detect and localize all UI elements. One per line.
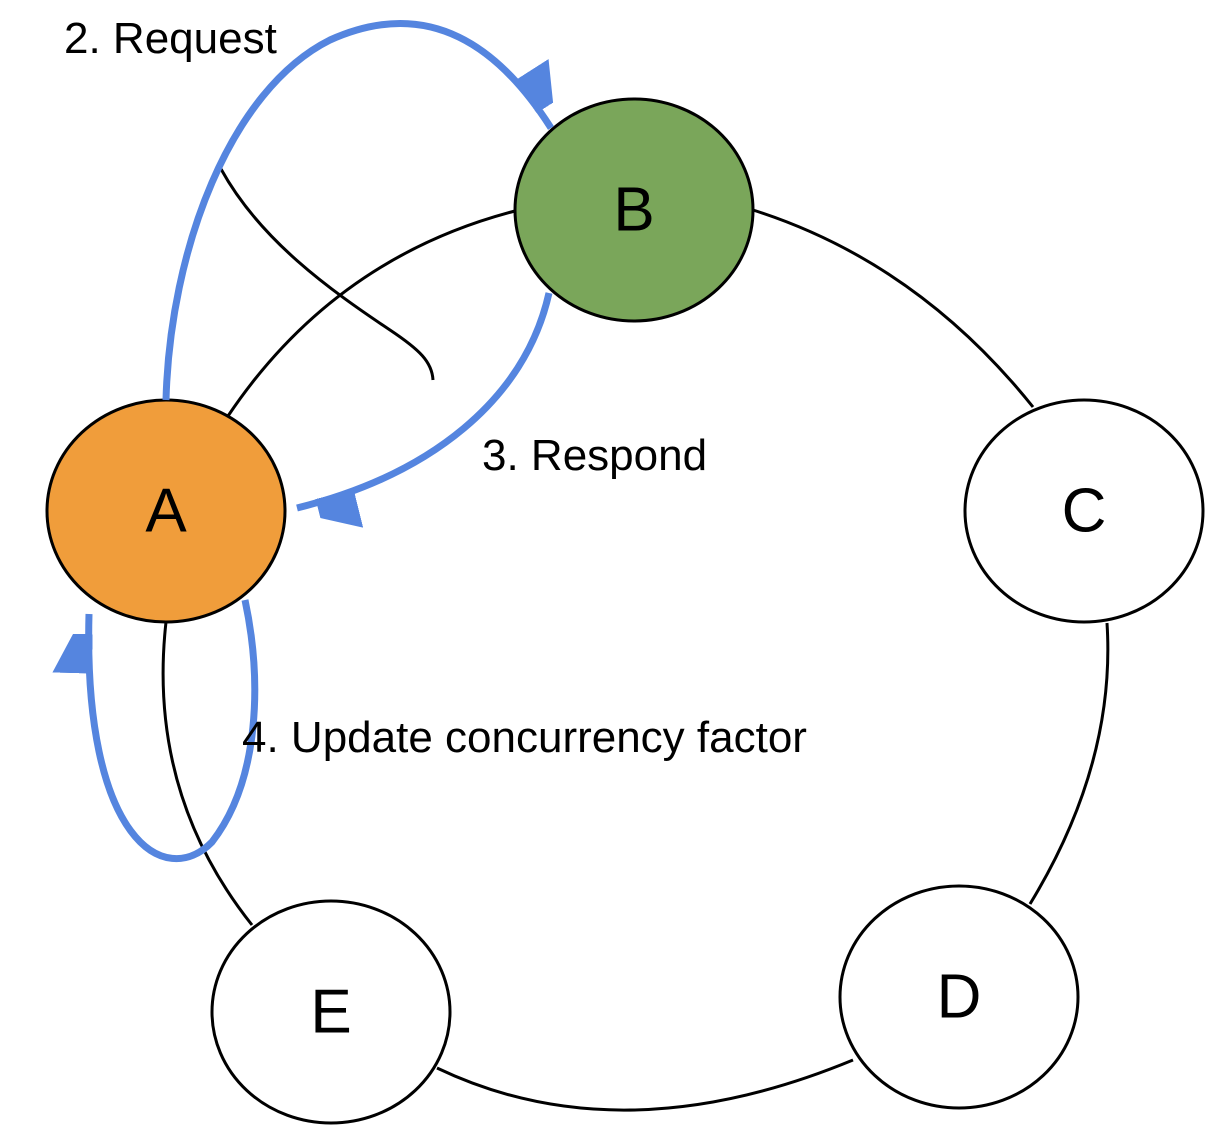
- node-b-circle: [513, 97, 755, 323]
- node-a-label: A: [145, 477, 187, 546]
- ring-edges: [161, 168, 1110, 1112]
- edge-b-c: [752, 208, 1035, 408]
- node-a: A: [45, 398, 287, 624]
- node-d-label: D: [937, 963, 982, 1032]
- request-label: 2. Request: [64, 14, 277, 63]
- flow-arrows: [89, 20, 553, 862]
- nodes: A B C D E: [45, 97, 1205, 1125]
- step-labels: 2. Request 3. Respond 4. Update concurre…: [64, 14, 807, 762]
- node-e-circle: [210, 899, 452, 1125]
- update-label: 4. Update concurrency factor: [242, 713, 807, 762]
- node-d-circle: [838, 884, 1080, 1110]
- node-e: E: [210, 899, 452, 1125]
- node-b-label: B: [613, 176, 654, 245]
- edge-e-a: [161, 621, 254, 926]
- request-arrow: [162, 20, 551, 401]
- node-c-circle: [963, 398, 1205, 624]
- edge-c-d: [1028, 622, 1110, 905]
- edge-d-e: [436, 1058, 854, 1112]
- update-self-loop-arrow: [89, 599, 259, 862]
- respond-arrow: [296, 292, 553, 508]
- respond-label: 3. Respond: [482, 431, 707, 480]
- node-d: D: [838, 884, 1080, 1110]
- stray-curve: [219, 168, 435, 381]
- node-c: C: [963, 398, 1205, 624]
- node-c-label: C: [1062, 477, 1107, 546]
- node-e-label: E: [310, 978, 351, 1047]
- node-b: B: [513, 97, 755, 323]
- edge-a-b: [226, 209, 516, 417]
